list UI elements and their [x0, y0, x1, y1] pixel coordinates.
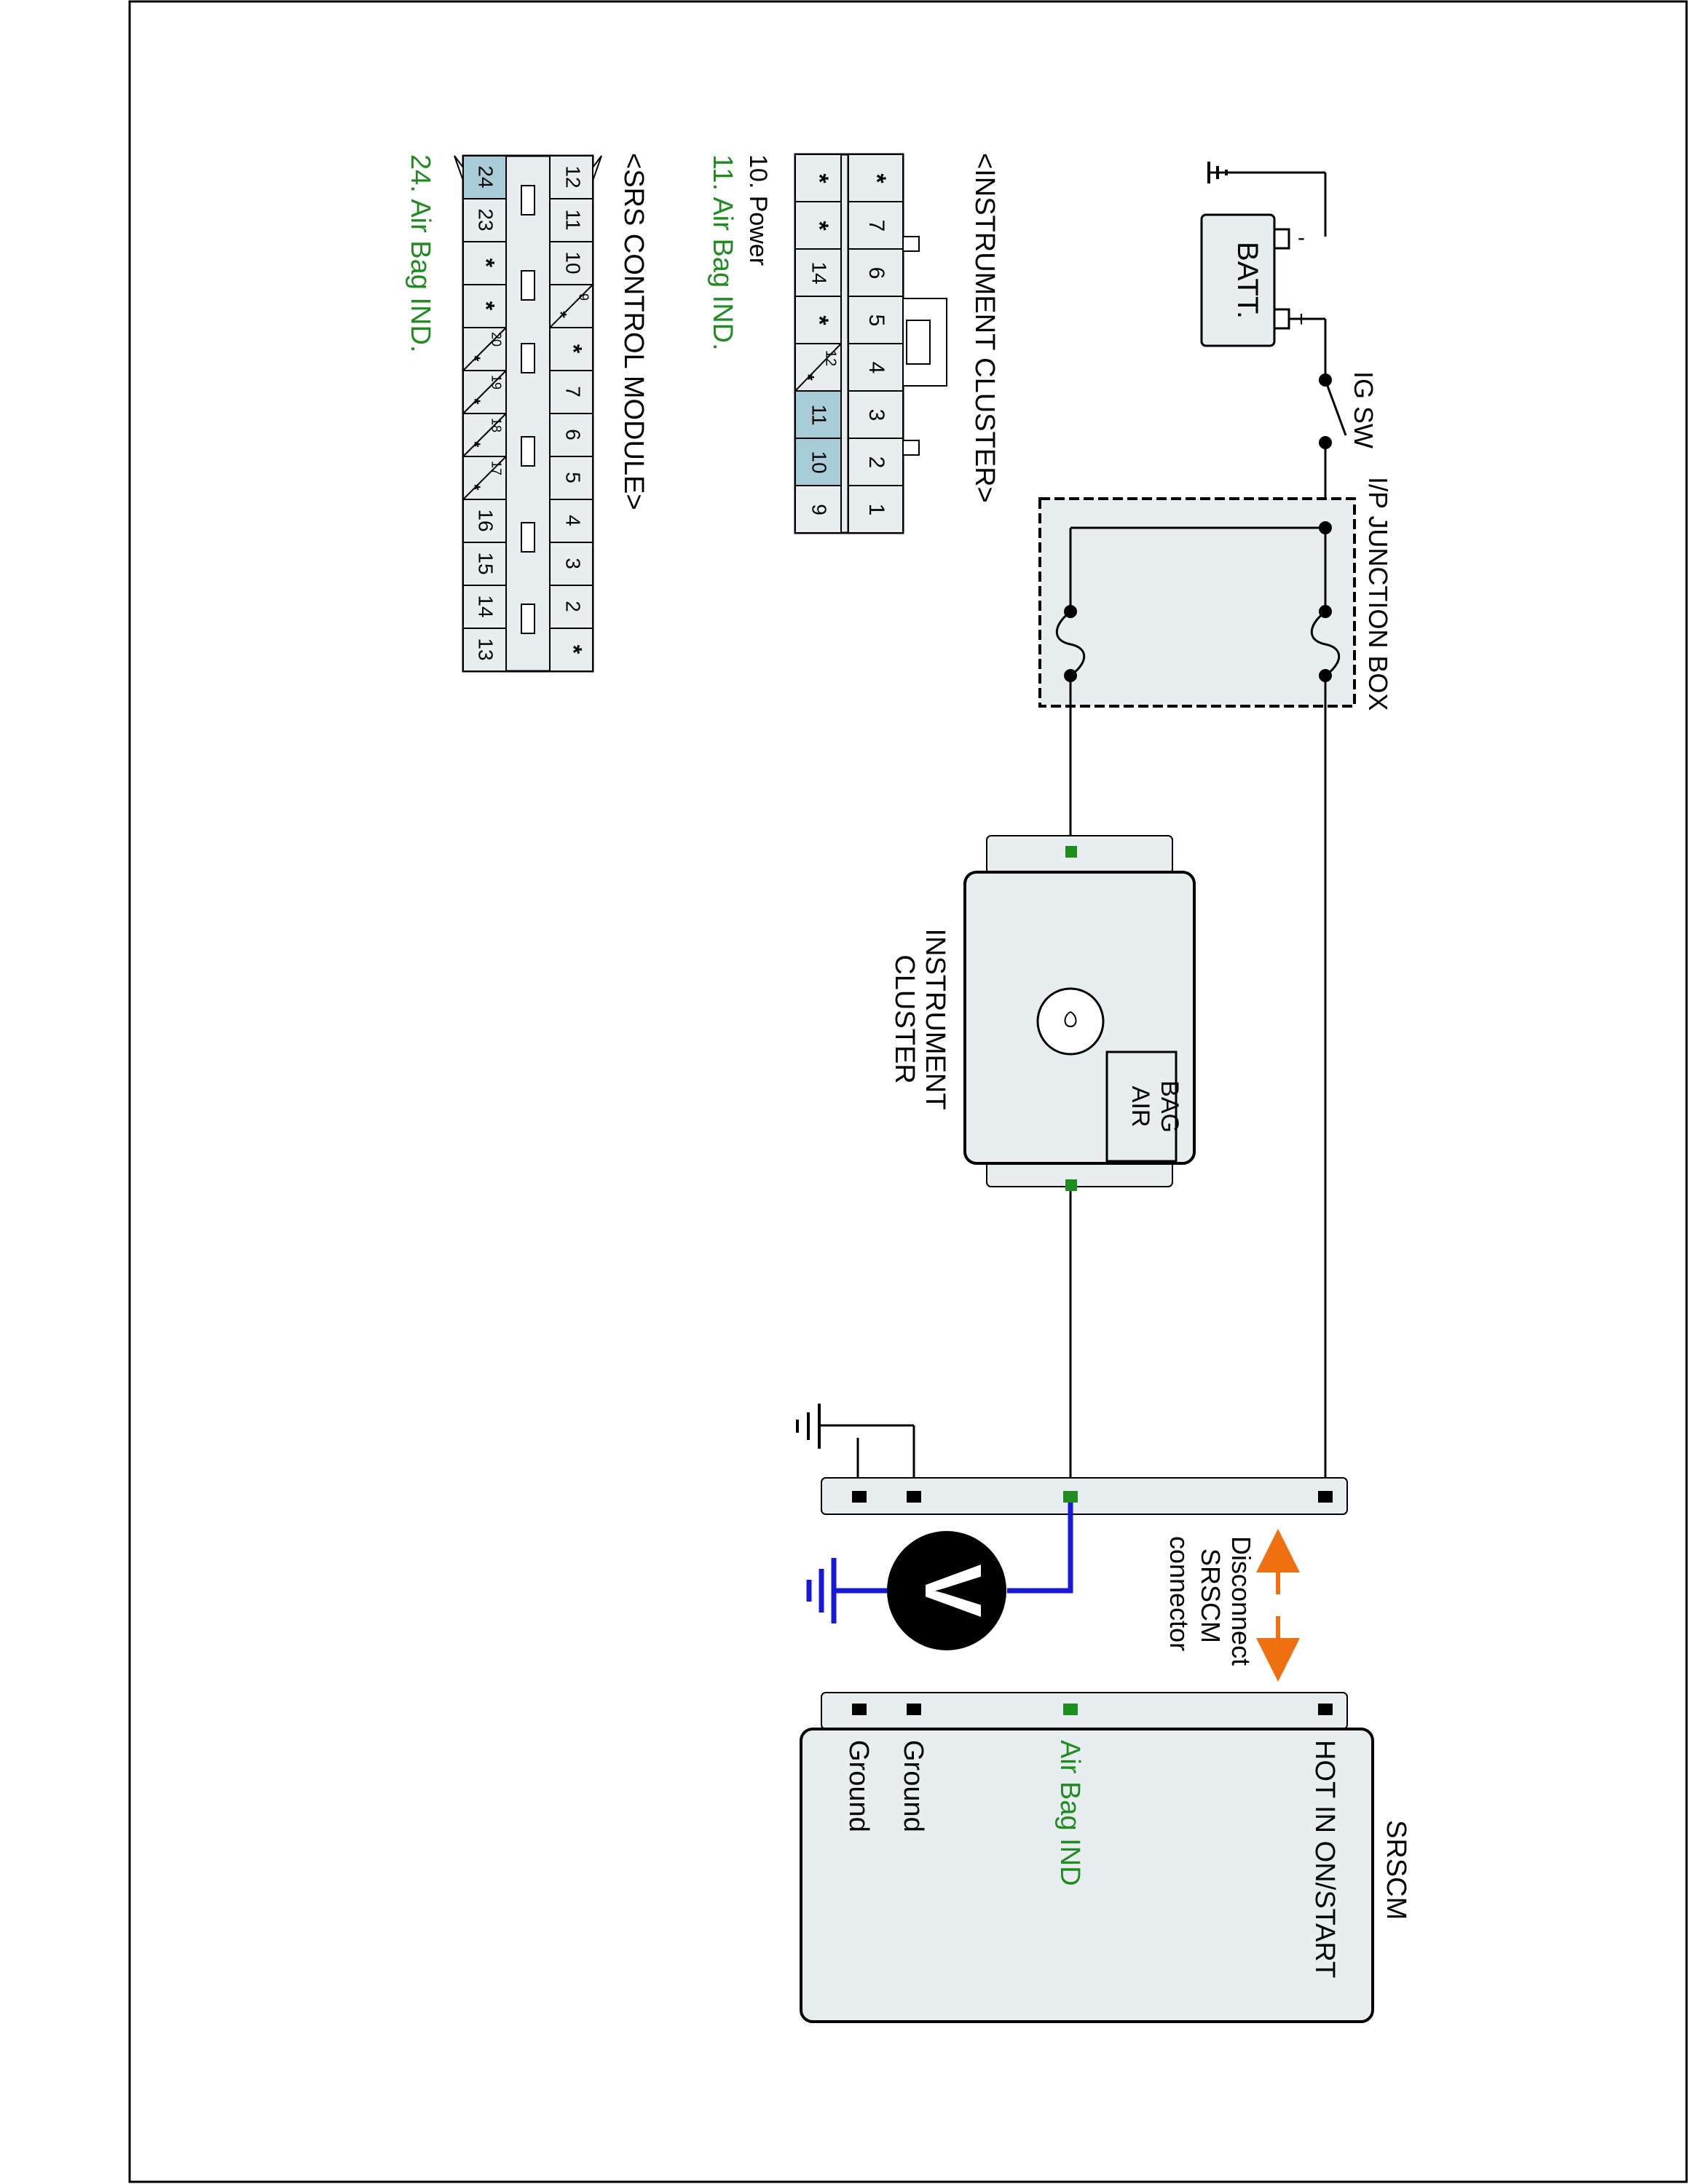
ic-pin: 1: [864, 504, 888, 516]
srs-pin: *: [465, 355, 484, 362]
srscm-pin-ground: Ground: [843, 1740, 874, 1832]
srs-pin: 9: [576, 293, 591, 301]
ic-pin: *: [805, 221, 833, 231]
ic-pin: 5: [864, 314, 888, 327]
voltmeter-icon: [887, 1531, 1006, 1650]
instrument-cluster-label-line2: CLUSTER: [889, 954, 920, 1083]
srscm-pin-hot: HOT IN ON/START: [1309, 1740, 1340, 1978]
disconnect-label-line1: Disconnect: [1226, 1536, 1256, 1666]
srs-pin: *: [465, 398, 484, 405]
srs-pin: 20: [489, 332, 503, 347]
srs-pin: 12: [562, 165, 585, 188]
ic-pin: 11: [808, 404, 831, 425]
connector-pin: [1065, 1179, 1077, 1191]
instrument-cluster-connector-view: <INSTRUMENT CLUSTER> * 7 6 5 4 3 2 1: [707, 153, 1000, 534]
ic-connector-top-row: * 7 6 5 4 3 2 1: [848, 154, 904, 534]
srs-pin: 15: [475, 552, 497, 574]
junction-box-label: I/P JUNCTION BOX: [1363, 477, 1393, 711]
ic-pin: *: [863, 173, 891, 183]
srs-pin: *: [465, 441, 484, 448]
instrument-cluster: AIR BAG INSTRUMENT CLUSTER: [889, 835, 1196, 1191]
srs-pin: *: [551, 311, 570, 318]
disconnect-label-line2: SRSCM: [1196, 1548, 1226, 1643]
disconnect-indicator: Disconnect SRSCM connector: [1164, 1529, 1300, 1682]
ic-pin: 7: [864, 220, 888, 232]
srs-pin: *: [473, 258, 500, 268]
srs-connector-title: <SRS CONTROL MODULE>: [618, 153, 649, 510]
srscm-pin-air-bag-ind: Air Bag IND: [1054, 1740, 1085, 1886]
ic-pin: 3: [864, 409, 888, 422]
instrument-cluster-connector-title: <INSTRUMENT CLUSTER>: [969, 153, 1000, 503]
srs-pin: 2: [562, 601, 585, 612]
srs-pin: 16: [475, 509, 497, 531]
page-frame: [128, 0, 1688, 2183]
srscm-label: SRSCM: [1381, 1820, 1411, 1920]
ic-pin: 12: [823, 350, 839, 366]
battery-label: BATT.: [1231, 242, 1263, 319]
ic-pin: *: [805, 315, 833, 325]
srs-pin: *: [473, 301, 500, 311]
ic-connector-bottom-row: * * 14 * 12 * 11 10 9: [794, 154, 842, 534]
ic-pin: 2: [864, 456, 888, 469]
srs-pin: 5: [562, 472, 585, 483]
ic-pin: *: [798, 373, 818, 381]
srs-pin: 6: [562, 429, 585, 440]
ic-pin: 14: [808, 261, 831, 284]
srs-connector-slots: [521, 185, 535, 634]
srs-legend-air-bag-ind: 24. Air Bag IND.: [405, 154, 435, 352]
srs-pin: 18: [489, 418, 503, 432]
srs-control-module-connector-view: <SRS CONTROL MODULE> 12 11 10 9 * * 7: [405, 153, 649, 673]
srs-pin: 10: [562, 251, 585, 274]
srscm-pin-ground: Ground: [898, 1740, 928, 1832]
srs-pin: 17: [489, 461, 503, 475]
indicator-lamp-icon: [1036, 987, 1105, 1056]
connector-pin: [1065, 846, 1077, 858]
ig-sw-label: IG SW: [1349, 371, 1379, 448]
disconnect-label-line3: connector: [1164, 1536, 1194, 1651]
srs-pin: 3: [562, 558, 585, 569]
ic-pin: *: [805, 173, 833, 183]
srs-pin: 24: [475, 165, 497, 188]
srs-connector-bottom-row: 24 23 * * 20 * 19 * 18 * 17 * 16 15 14 1…: [462, 155, 507, 672]
srs-connector-top-row: 12 11 10 9 * * 7 6 5 4 3 2 *: [549, 155, 593, 672]
instrument-cluster-label-line1: INSTRUMENT: [920, 928, 950, 1109]
srs-pin: 4: [562, 515, 585, 526]
srs-pin: 14: [475, 595, 497, 617]
ic-legend-air-bag-ind: 11. Air Bag IND.: [707, 154, 738, 351]
ic-pin: 9: [808, 504, 831, 515]
srs-pin: *: [561, 645, 587, 654]
fuse-icon: [1310, 610, 1341, 677]
ic-pin: 6: [864, 267, 888, 280]
srscm-module: SRSCM HOT IN ON/START Air Bag IND Ground…: [800, 1692, 1411, 2023]
chassis-ground: [796, 1404, 915, 1498]
srs-pin: *: [465, 484, 484, 491]
fuse-icon: [1055, 610, 1086, 677]
air-bag-indicator-box: [1105, 1051, 1178, 1163]
battery: BATT. - +: [1200, 213, 1308, 347]
harness-connector: [821, 1477, 1348, 1515]
srs-pin: 13: [475, 638, 497, 660]
voltmeter: V: [806, 1503, 1073, 1650]
ic-pin: 10: [808, 451, 831, 473]
srs-pin: 23: [475, 208, 497, 231]
srs-pin: 7: [562, 386, 585, 397]
srs-pin: 19: [489, 375, 503, 389]
air-bag-label-line2: BAG: [1156, 1080, 1183, 1133]
ic-legend-power: 10. Power: [744, 154, 772, 266]
air-bag-label-line1: AIR: [1127, 1086, 1154, 1128]
voltmeter-label: V: [908, 1564, 998, 1617]
ic-pin: 4: [864, 362, 888, 374]
ip-junction-box: I/P JUNCTION BOX: [1038, 477, 1393, 711]
battery-ground-symbol: [1207, 162, 1327, 237]
srs-pin: *: [561, 344, 587, 354]
srs-pin: 11: [562, 209, 585, 230]
battery-minus-label: -: [1298, 226, 1305, 250]
